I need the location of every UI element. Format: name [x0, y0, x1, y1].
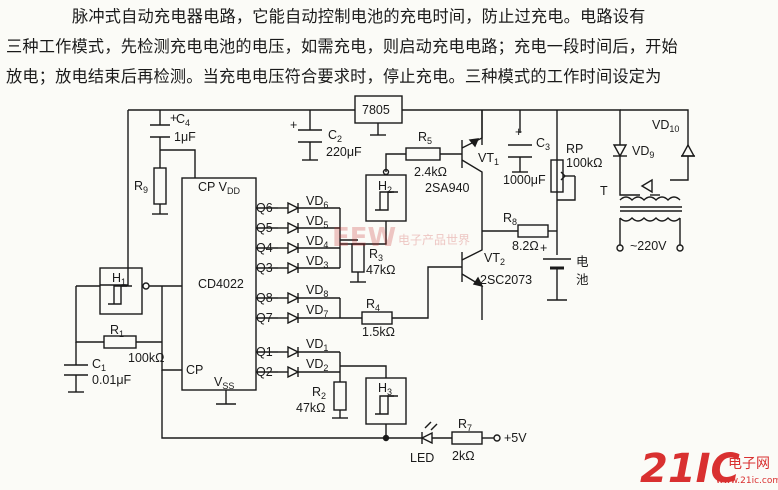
paragraph-line-2: 三种工作模式，先检测充电电池的电压，如需充电，则启动充电电路；充电一段时间后，开… [6, 37, 678, 56]
c1-value: 0.01μF [92, 373, 132, 387]
r7-label: R7 [458, 417, 472, 433]
ic-output-wires [256, 207, 278, 373]
vt2-type: 2SC2073 [480, 273, 532, 287]
c2-polarity: + [290, 118, 297, 132]
vd7-label: VD7 [306, 303, 328, 319]
diode-vd10 [670, 143, 696, 181]
r7-value: 2kΩ [452, 449, 475, 463]
regulator-label: 7805 [362, 103, 390, 117]
c4-label: C4 [176, 112, 190, 128]
diode-vd9 [612, 144, 660, 196]
h2-label: H2 [378, 179, 392, 195]
led-line [161, 370, 501, 445]
r1-value: 100kΩ [128, 351, 164, 365]
site-logo: 21IC 电子网 www.21ic.com [640, 446, 778, 490]
paragraph-line-1: 脉冲式自动充电器电路，它能自动控制电池的充电时间，防止过充电。电路设有 [72, 7, 646, 26]
r2-value: 47kΩ [296, 401, 326, 415]
ic-cd4022 [181, 177, 257, 391]
r4-label: R4 [366, 297, 380, 313]
c3-polarity: + [515, 125, 522, 139]
description-paragraph: 脉冲式自动充电器电路，它能自动控制电池的充电时间，防止过充电。电路设有 三种工作… [6, 2, 772, 92]
svg-text:21IC: 21IC [640, 446, 740, 490]
capacitor-c4 [150, 124, 170, 138]
h1-label: H1 [112, 271, 126, 287]
resistor-r5 [405, 147, 441, 161]
capacitor-c2 [298, 129, 322, 161]
r3-label: R3 [369, 247, 383, 263]
rp-label: RP [566, 142, 583, 156]
vt1-type: 2SA940 [425, 181, 470, 195]
vt2-label: VT2 [484, 251, 505, 267]
diode-group-upper [278, 201, 358, 275]
c3-label: C3 [536, 136, 550, 152]
r4-value: 1.5kΩ [362, 325, 395, 339]
potentiometer-rp [550, 159, 576, 201]
vd2-label: VD2 [306, 357, 328, 373]
vd10-label: VD10 [652, 118, 679, 134]
vd4-label: VD4 [306, 234, 328, 250]
supply-label: +5V [504, 431, 527, 445]
ic-cp-vdd: CP VDD [198, 180, 240, 196]
svg-text:电子产品世界: 电子产品世界 [398, 233, 470, 247]
ic-vss: VSS [214, 375, 234, 391]
regulator-7805 [354, 95, 403, 136]
vd6-label: VD6 [306, 194, 328, 210]
r5-value: 2.4kΩ [414, 165, 447, 179]
resistor-r4 [361, 311, 393, 325]
vd8-label: VD8 [306, 283, 328, 299]
c2-value: 220μF [326, 145, 362, 159]
c1-label: C1 [92, 357, 106, 373]
paragraph-line-3: 放电；放电结束后再检测。当充电电压符合要求时，停止充电。三种模式的工作时间设定为 [6, 67, 662, 86]
h3-label: H3 [378, 381, 392, 397]
resistor-r8 [517, 224, 549, 238]
ic-name: CD4022 [198, 277, 244, 291]
diode-group-lower [278, 345, 387, 382]
vt1-label: VT1 [478, 151, 499, 167]
r8-value: 8.2Ω [512, 239, 539, 253]
svg-text:电子网: 电子网 [728, 456, 770, 472]
resistor-r9 [153, 167, 167, 205]
c3-value: 1000μF [503, 173, 546, 187]
diode-group-middle [278, 291, 362, 325]
battery-label-1: 电 [576, 255, 589, 269]
transistor-vt2 [392, 228, 484, 320]
ac-input-label: ~220V [630, 239, 667, 253]
r2-label: R2 [312, 385, 326, 401]
c4-polarity: + [170, 111, 177, 125]
vd1-label: VD1 [306, 337, 328, 353]
vd3-label: VD3 [306, 254, 328, 270]
c4-value: 1μF [174, 130, 196, 144]
rp-value: 100kΩ [566, 156, 602, 170]
transformer-t [616, 196, 684, 252]
svg-text:EEW: EEW [332, 223, 396, 253]
schmitt-h1 [64, 267, 182, 393]
battery-plus: + [540, 241, 547, 255]
transistor-vt1 [440, 110, 483, 228]
capacitor-c3 [508, 144, 532, 173]
resistor-r2 [333, 381, 347, 411]
led-label: LED [410, 451, 434, 465]
ic-cp2: CP [186, 363, 203, 377]
battery [543, 258, 571, 301]
r1-label: R1 [110, 323, 124, 339]
vd5-label: VD5 [306, 214, 328, 230]
watermark: EEW 电子产品世界 [332, 223, 470, 253]
svg-text:www.21ic.com: www.21ic.com [716, 476, 778, 486]
c2-label: C2 [328, 128, 342, 144]
vd9-label: VD9 [632, 144, 654, 160]
r8-label: R8 [503, 211, 517, 227]
r5-label: R5 [418, 130, 432, 146]
r9-label: R9 [134, 179, 148, 195]
r3-value: 47kΩ [366, 263, 396, 277]
battery-label-2: 池 [576, 273, 589, 287]
transformer-label: T [600, 184, 608, 198]
